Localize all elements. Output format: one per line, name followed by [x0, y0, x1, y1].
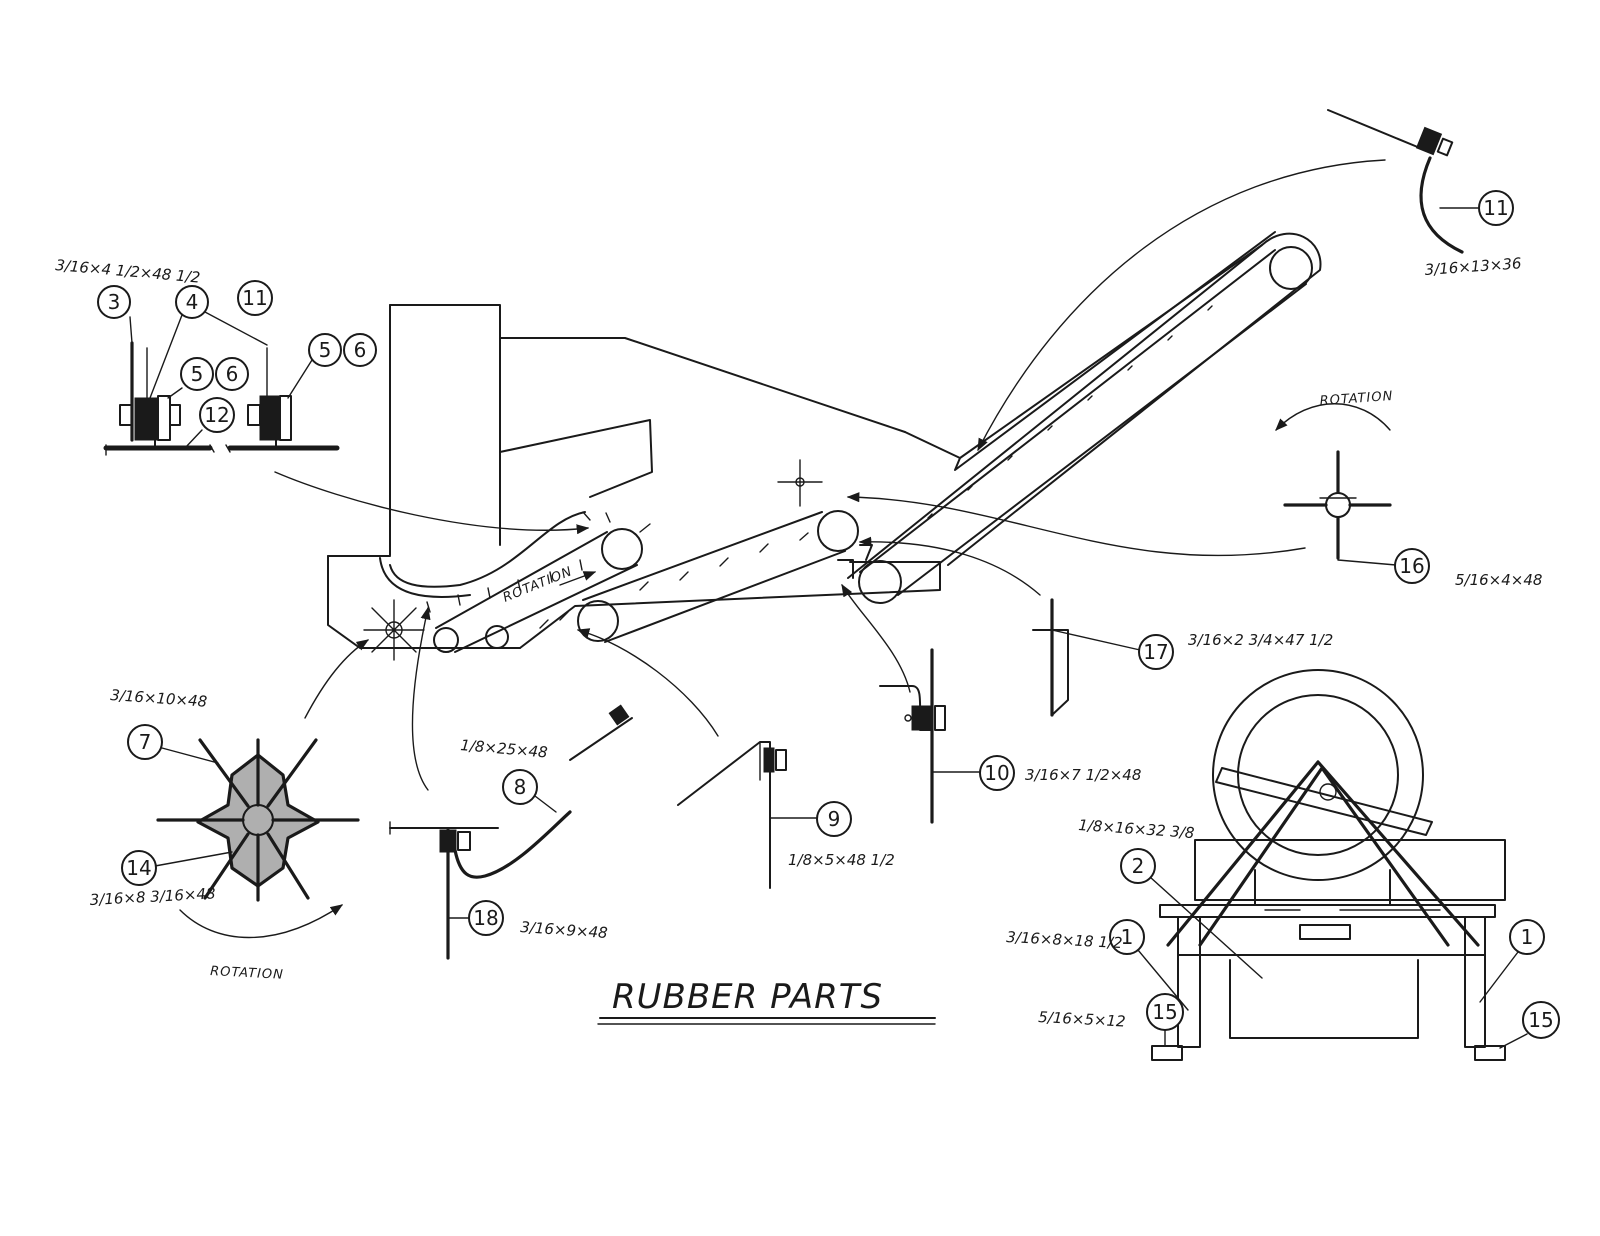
- elevating-conveyor: [847, 231, 1322, 604]
- callout-13-number: 11: [242, 286, 267, 310]
- callout-13: 11: [237, 280, 273, 316]
- callout-4-number: 4: [186, 290, 199, 314]
- callout-15-right: 15: [1499, 1001, 1560, 1049]
- callout-6-right-number: 6: [354, 338, 367, 362]
- callout-17: 17: [1051, 629, 1174, 670]
- callout-16: 16: [1337, 548, 1430, 584]
- callout-7-dimension: 3/16×10×48: [110, 686, 208, 711]
- callout-1-left: 1: [1109, 919, 1189, 1011]
- callout-6-right: 6: [343, 333, 377, 367]
- callout-14-number: 14: [126, 856, 151, 880]
- callout-5-left: 5: [167, 357, 214, 399]
- callout-1-dimension: 3/16×8×18 1/2: [1006, 928, 1123, 952]
- callout-8-dimension: 1/8×25×48: [460, 736, 549, 762]
- callout-17-dimension: 3/16×2 3/4×47 1/2: [1188, 631, 1333, 649]
- rotation-label-paddle: ROTATION: [1319, 389, 1394, 409]
- callout-1-left-number: 1: [1121, 925, 1134, 949]
- callout-18-number: 18: [473, 906, 498, 930]
- callout-16-dimension: 5/16×4×48: [1455, 571, 1542, 589]
- callout-12-number: 12: [204, 403, 229, 427]
- callout-6-left: 6: [215, 357, 249, 391]
- callout-17-number: 17: [1143, 640, 1168, 664]
- callout-4: 4: [149, 285, 268, 399]
- feeder-conveyor: ROTATION: [426, 511, 651, 653]
- callout-10-dimension: 3/16×7 1/2×48: [1025, 766, 1141, 784]
- callout-11-dimension: 3/16×13×36: [1424, 254, 1522, 279]
- detail-part-8-18: [389, 704, 633, 960]
- callout-14: 14: [121, 850, 233, 886]
- callout-18-dimension: 3/16×9×48: [520, 918, 608, 942]
- detail-mounting-strips: [103, 341, 340, 456]
- leader-arrows: [274, 159, 1386, 791]
- callout-15-right-number: 15: [1528, 1008, 1553, 1032]
- feeder-star-small: [363, 599, 425, 661]
- callout-11: 11: [1439, 190, 1514, 226]
- callout-10: 10: [931, 755, 1015, 791]
- callout-7-number: 7: [139, 730, 152, 754]
- feeder-roller-top: [601, 528, 643, 570]
- detail-part-16-paddle: [1275, 403, 1392, 560]
- callout-15-dimension: 5/16×5×12: [1038, 1008, 1126, 1031]
- detail-front-view: [1151, 669, 1506, 1061]
- crosshair-marker: [777, 459, 823, 507]
- callout-1-right-number: 1: [1521, 925, 1534, 949]
- drawing-title-text: RUBBER PARTS: [612, 977, 883, 1017]
- machine-main-frame: [327, 304, 941, 649]
- callout-14-dimension: 3/16×8 3/16×48: [89, 884, 216, 909]
- callout-15-left: 15: [1146, 993, 1184, 1047]
- callout-18: 18: [447, 900, 504, 936]
- callout-1-right: 1: [1479, 919, 1545, 1003]
- callout-12: 12: [184, 397, 235, 449]
- detail-part-9: [677, 741, 787, 889]
- callout-5-right: 5: [287, 333, 342, 399]
- detail-part-17: [1032, 598, 1069, 717]
- detail-part-7-14-rotor: [156, 738, 360, 939]
- callout-3-number: 3: [108, 290, 121, 314]
- callout-7: 7: [127, 724, 219, 764]
- callout-5-left-number: 5: [191, 362, 204, 386]
- rotation-label-rotor: ROTATION: [210, 964, 284, 983]
- drawing-title: RUBBER PARTS: [597, 977, 936, 1025]
- callout-3: 3: [97, 285, 133, 344]
- elevator-roller-bottom: [858, 560, 902, 604]
- callout-5-right-number: 5: [319, 338, 332, 362]
- callout-3-dimension: 3/16×4 1/2×48 1/2: [55, 256, 201, 287]
- callout-6-left-number: 6: [226, 362, 239, 386]
- callout-2: 2: [1120, 848, 1263, 979]
- middle-conveyor: [539, 510, 873, 643]
- callout-2-dimension: 1/8×16×32 3/8: [1078, 816, 1195, 842]
- callout-9-dimension: 1/8×5×48 1/2: [788, 851, 895, 869]
- callout-15-left-number: 15: [1152, 1000, 1177, 1024]
- callout-2-number: 2: [1132, 854, 1145, 878]
- callout-10-number: 10: [984, 761, 1009, 785]
- callout-11-number: 11: [1483, 196, 1508, 220]
- feeder-roller-left: [433, 627, 459, 653]
- callout-8-number: 8: [514, 775, 527, 799]
- callout-9-number: 9: [828, 807, 841, 831]
- elevator-roller-top: [1269, 246, 1313, 290]
- detail-part-11: [1327, 109, 1464, 254]
- detail-part-10: [879, 648, 946, 824]
- callout-8: 8: [502, 769, 557, 813]
- callout-16-number: 16: [1399, 554, 1424, 578]
- middle-roller-bottom: [577, 600, 619, 642]
- middle-roller-top: [817, 510, 859, 552]
- callout-9: 9: [769, 801, 852, 837]
